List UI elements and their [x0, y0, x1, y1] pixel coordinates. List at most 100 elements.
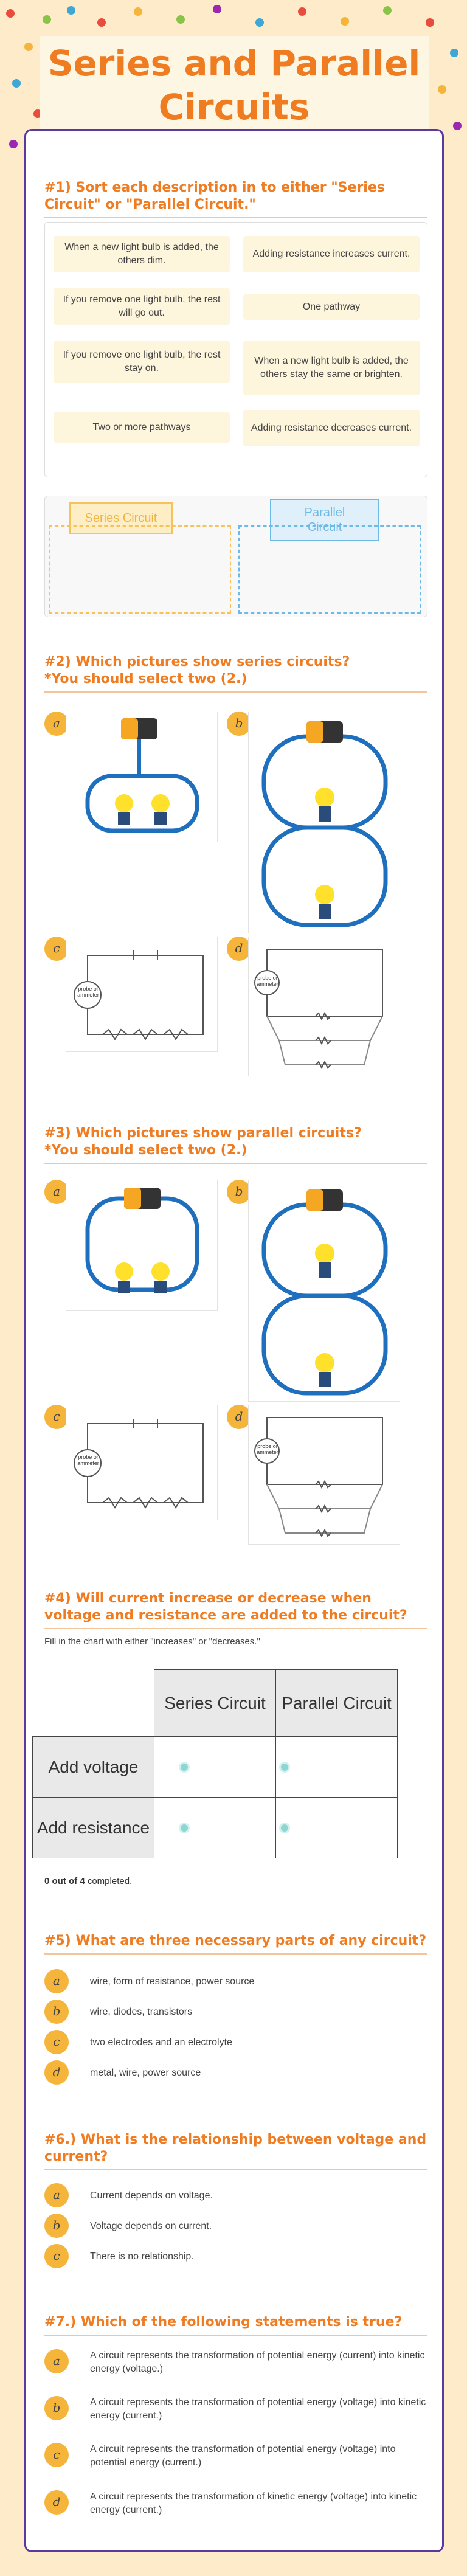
option-badge[interactable]: c [44, 2030, 69, 2054]
option-badge[interactable]: a [44, 712, 69, 736]
option-text: Current depends on voltage. [90, 2190, 213, 2201]
probe-label: probe or ammeter [257, 975, 278, 987]
question-3-subtitle: *You should select two (2.) [44, 1143, 247, 1158]
circuit-image-b[interactable] [248, 712, 400, 933]
question-2-subtitle: *You should select two (2.) [44, 671, 247, 687]
answer-cell[interactable] [275, 1736, 398, 1798]
sort-card[interactable]: If you remove one light bulb, the rest w… [54, 288, 230, 325]
confetti-background [0, 0, 467, 182]
option-badge[interactable]: d [44, 2490, 69, 2515]
answer-marker[interactable] [279, 1761, 290, 1773]
question-4-title: #4) Will current increase or decrease wh… [44, 1590, 427, 1629]
circuit-image-c[interactable]: probe or ammeter [66, 1405, 218, 1520]
answer-cell[interactable] [154, 1797, 276, 1858]
title-box: Series and Parallel Circuits [40, 36, 429, 134]
sort-card[interactable]: When a new light bulb is added, the othe… [243, 341, 420, 395]
series-vertical-bulbs-icon [261, 1189, 388, 1396]
answer-option[interactable]: a A circuit represents the transformatio… [44, 2349, 427, 2386]
sort-card[interactable]: Adding resistance decreases current. [243, 410, 420, 446]
option-text: metal, wire, power source [90, 2068, 201, 2078]
answer-cell[interactable] [154, 1736, 276, 1798]
parallel-schematic-icon [254, 1417, 383, 1538]
sort-card[interactable]: If you remove one light bulb, the rest s… [54, 341, 230, 383]
option-text: A circuit represents the transformation … [90, 2350, 425, 2374]
progress-text: 0 out of 4 completed. [44, 1876, 132, 1886]
fill-in-table: Series Circuit Parallel Circuit Add volt… [32, 1669, 398, 1858]
circuit-image-c[interactable]: probe or ammeter [66, 937, 218, 1052]
option-text: A circuit represents the transformation … [90, 2397, 426, 2421]
parallel-circuit-label: Parallel Circuit [304, 506, 345, 534]
series-circuit-ribbon: Series Circuit [69, 502, 173, 534]
question-4-instructions: Fill in the chart with either "increases… [44, 1636, 260, 1647]
option-text: two electrodes and an electrolyte [90, 2037, 232, 2048]
circuit-image-d[interactable]: probe or ammeter [248, 937, 400, 1076]
table-row-label-voltage: Add voltage [32, 1736, 154, 1798]
answer-option[interactable]: a Current depends on voltage. [44, 2183, 427, 2207]
option-badge[interactable]: b [44, 2000, 69, 2024]
option-badge[interactable]: a [44, 1180, 69, 1204]
answer-option[interactable]: b A circuit represents the transformatio… [44, 2396, 427, 2432]
option-text: A circuit represents the transformation … [90, 2491, 417, 2515]
option-badge[interactable]: a [44, 1969, 69, 1993]
sort-drop-area: Series Circuit Parallel Circuit [44, 496, 427, 617]
option-badge[interactable]: d [44, 2060, 69, 2085]
option-badge[interactable]: a [44, 2349, 69, 2373]
question-3: #3) Which pictures show parallel circuit… [44, 1125, 427, 1164]
answer-option[interactable]: b Voltage depends on current. [44, 2214, 427, 2238]
option-badge[interactable]: d [227, 1405, 251, 1429]
answer-option[interactable]: a wire, form of resistance, power source [44, 1969, 427, 1993]
option-badge[interactable]: d [227, 937, 251, 961]
circuit-image-b[interactable] [248, 1180, 400, 1402]
answer-option[interactable]: c There is no relationship. [44, 2244, 427, 2268]
answer-option[interactable]: c two electrodes and an electrolyte [44, 2030, 427, 2054]
series-schematic-icon [74, 950, 204, 1040]
sort-cards-area: When a new light bulb is added, the othe… [44, 222, 427, 477]
parallel-battery-bulbs-icon [261, 721, 388, 927]
probe-label: probe or ammeter [257, 1443, 278, 1455]
answer-marker[interactable] [179, 1822, 190, 1833]
probe-label: probe or ammeter [77, 1454, 99, 1466]
table-header-series: Series Circuit [154, 1669, 276, 1737]
option-badge[interactable]: c [44, 937, 69, 961]
option-badge[interactable]: b [227, 1180, 251, 1204]
progress-rest: completed. [85, 1876, 133, 1886]
option-text: wire, diodes, transistors [90, 2007, 193, 2017]
sort-card[interactable]: Two or more pathways [54, 412, 230, 443]
circuit-image-a[interactable] [66, 1180, 218, 1311]
option-badge[interactable]: b [44, 2214, 69, 2238]
answer-option[interactable]: d A circuit represents the transformatio… [44, 2490, 427, 2527]
question-2: #2) Which pictures show series circuits?… [44, 654, 427, 693]
option-badge[interactable]: b [227, 712, 251, 736]
answer-option[interactable]: b wire, diodes, transistors [44, 2000, 427, 2024]
series-battery-bulbs-icon [85, 1188, 199, 1293]
circuit-image-a[interactable] [66, 712, 218, 842]
circuit-image-d[interactable]: probe or ammeter [248, 1405, 400, 1545]
parallel-circuit-ribbon: Parallel Circuit [270, 499, 379, 541]
question-6: #6.) What is the relationship between vo… [44, 2131, 427, 2170]
option-badge[interactable]: c [44, 2244, 69, 2268]
page-header: Series and Parallel Circuits [0, 0, 467, 161]
answer-cell[interactable] [275, 1797, 398, 1858]
question-7: #7.) Which of the following statements i… [44, 2314, 427, 2336]
question-3-title: #3) Which pictures show parallel circuit… [44, 1125, 427, 1164]
option-text: A circuit represents the transformation … [90, 2444, 396, 2468]
answer-option[interactable]: d metal, wire, power source [44, 2060, 427, 2085]
answer-option[interactable]: c A circuit represents the transformatio… [44, 2443, 427, 2479]
series-drop-zone[interactable] [49, 525, 231, 614]
option-text: wire, form of resistance, power source [90, 1976, 255, 1987]
question-2-title: #2) Which pictures show series circuits?… [44, 654, 427, 693]
progress-count: 0 out of 4 [44, 1876, 85, 1886]
option-badge[interactable]: a [44, 2183, 69, 2207]
sort-card[interactable]: One pathway [243, 294, 420, 320]
option-badge[interactable]: b [44, 2396, 69, 2420]
question-7-title: #7.) Which of the following statements i… [44, 2314, 427, 2336]
answer-marker[interactable] [279, 1822, 290, 1833]
sort-card[interactable]: When a new light bulb is added, the othe… [54, 236, 230, 272]
question-2-title-text: #2) Which pictures show series circuits? [44, 654, 350, 670]
option-badge[interactable]: c [44, 2443, 69, 2467]
option-badge[interactable]: c [44, 1405, 69, 1429]
probe-label: probe or ammeter [77, 986, 99, 998]
parallel-drop-zone[interactable] [238, 525, 421, 614]
sort-card[interactable]: Adding resistance increases current. [243, 236, 420, 272]
answer-marker[interactable] [179, 1761, 190, 1773]
